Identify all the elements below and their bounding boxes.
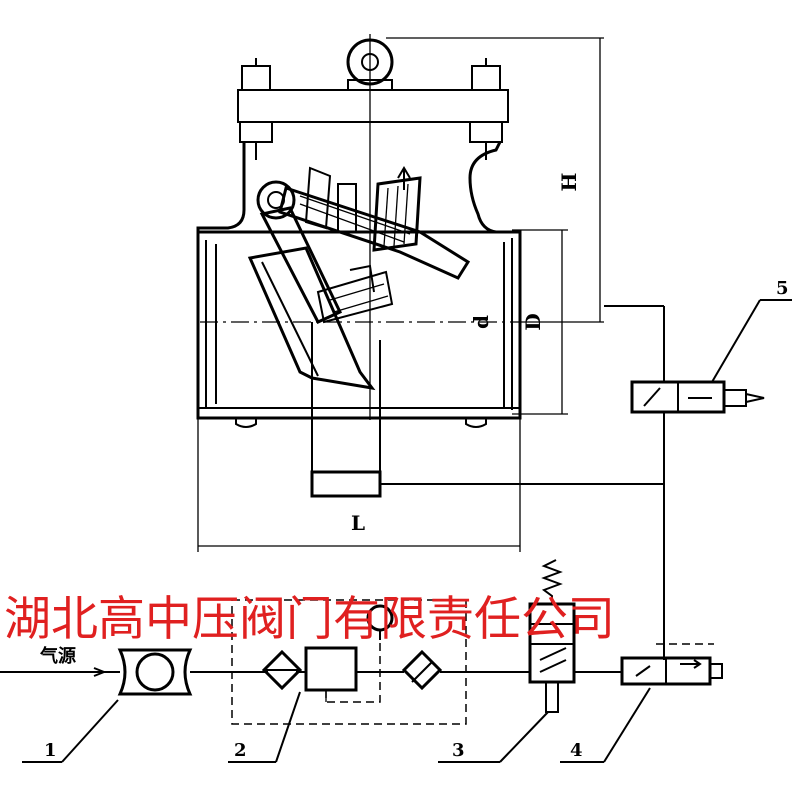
dim-label-d: d bbox=[469, 315, 493, 329]
component-2-frl-unit bbox=[228, 599, 467, 763]
dim-label-D: D bbox=[521, 313, 545, 330]
dim-label-H: H bbox=[557, 173, 581, 192]
valve-body bbox=[196, 38, 522, 428]
air-source-label: 气源 bbox=[39, 645, 76, 667]
dim-label-L: L bbox=[351, 511, 365, 535]
item-label-2: 2 bbox=[234, 740, 247, 761]
item-label-5: 5 bbox=[776, 278, 789, 299]
item-label-3: 3 bbox=[452, 740, 465, 761]
disc-and-arm bbox=[247, 166, 471, 391]
item-label-4: 4 bbox=[570, 740, 583, 761]
center-lines bbox=[200, 34, 520, 420]
component-4-directional-valve bbox=[560, 643, 723, 763]
component-1-shutoff bbox=[22, 648, 193, 763]
company-watermark: 湖北高中压阀门有限责任公司 bbox=[4, 592, 615, 647]
position-sensor bbox=[310, 322, 664, 498]
dimension-D bbox=[512, 229, 568, 415]
component-5-solenoid-valve bbox=[630, 299, 792, 414]
item-label-1: 1 bbox=[44, 740, 57, 761]
component-3-manual-valve bbox=[438, 559, 576, 763]
